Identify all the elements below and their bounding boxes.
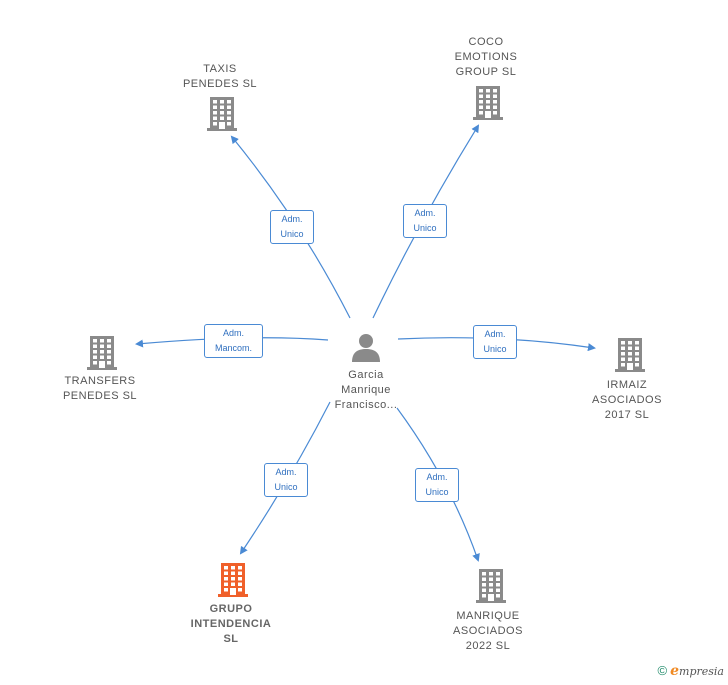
person-name-line: Francisco...	[334, 399, 398, 411]
copyright-icon: ©	[657, 663, 668, 678]
company-name-line: GROUP SL	[455, 66, 517, 78]
company-name-line: 2017 SL	[604, 409, 650, 421]
relation-label-taxis[interactable]: Adm. Unico	[270, 210, 314, 244]
relation-label-line: Unico	[483, 344, 507, 354]
relation-label-line: Unico	[280, 229, 304, 239]
relation-label-grupo[interactable]: Adm. Unico	[264, 463, 308, 497]
person-name[interactable]: Garcia Manrique Francisco...	[311, 368, 421, 413]
relation-label-manrique[interactable]: Adm. Unico	[415, 468, 459, 502]
person-name-line: Manrique	[341, 384, 391, 396]
footer-credit: ©empresia	[658, 663, 724, 679]
relation-label-line: Mancom.	[214, 343, 252, 353]
relation-label-irmaiz[interactable]: Adm. Unico	[473, 325, 517, 359]
building-icon[interactable]	[218, 563, 248, 602]
company-name-line: TRANSFERS	[64, 375, 136, 387]
company-name-line: MANRIQUE	[456, 610, 520, 622]
company-label-coco[interactable]: COCO EMOTIONS GROUP SL	[426, 35, 546, 80]
building-icon[interactable]	[207, 97, 237, 136]
company-name-line: INTENDENCIA	[190, 618, 272, 630]
relation-label-line: Unico	[425, 487, 449, 497]
company-label-irmaiz[interactable]: IRMAIZ ASOCIADOS 2017 SL	[567, 378, 687, 423]
brand-logo-initial: e	[670, 663, 680, 679]
relation-label-transfers[interactable]: Adm. Mancom.	[204, 324, 263, 358]
building-icon[interactable]	[87, 336, 117, 375]
person-icon	[352, 334, 380, 362]
relation-label-line: Unico	[413, 223, 437, 233]
brand-logo: empresia	[670, 663, 724, 679]
company-name-line: SL	[223, 633, 239, 645]
relation-label-line: Adm.	[484, 329, 506, 339]
company-name-line: PENEDES SL	[62, 390, 138, 402]
relation-label-line: Adm.	[275, 467, 297, 477]
company-name-line: PENEDES SL	[182, 78, 258, 90]
company-label-manrique[interactable]: MANRIQUE ASOCIADOS 2022 SL	[428, 609, 548, 654]
relation-label-line: Adm.	[414, 208, 436, 218]
building-icon[interactable]	[473, 86, 503, 125]
relation-label-coco[interactable]: Adm. Unico	[403, 204, 447, 238]
building-icon[interactable]	[615, 338, 645, 377]
company-label-transfers[interactable]: TRANSFERS PENEDES SL	[40, 374, 160, 404]
company-label-grupo[interactable]: GRUPO INTENDENCIA SL	[171, 602, 291, 647]
company-name-line: ASOCIADOS	[592, 394, 662, 406]
company-label-taxis[interactable]: TAXIS PENEDES SL	[160, 62, 280, 92]
building-icon[interactable]	[476, 569, 506, 608]
company-name-line: ASOCIADOS	[453, 625, 523, 637]
relation-label-line: Adm.	[281, 214, 303, 224]
person-name-line: Garcia	[348, 369, 384, 381]
relation-label-line: Adm.	[426, 472, 448, 482]
company-name-line: 2022 SL	[465, 640, 511, 652]
company-name-line: EMOTIONS	[454, 51, 518, 63]
relation-label-line: Unico	[274, 482, 298, 492]
company-name-line: COCO	[468, 36, 504, 48]
company-name-line: IRMAIZ	[606, 379, 648, 391]
brand-logo-rest: mpresia	[679, 665, 724, 678]
company-name-line: TAXIS	[203, 63, 237, 75]
relation-label-line: Adm.	[222, 328, 244, 338]
company-name-line: GRUPO	[209, 603, 253, 615]
person-node[interactable]	[350, 332, 382, 364]
